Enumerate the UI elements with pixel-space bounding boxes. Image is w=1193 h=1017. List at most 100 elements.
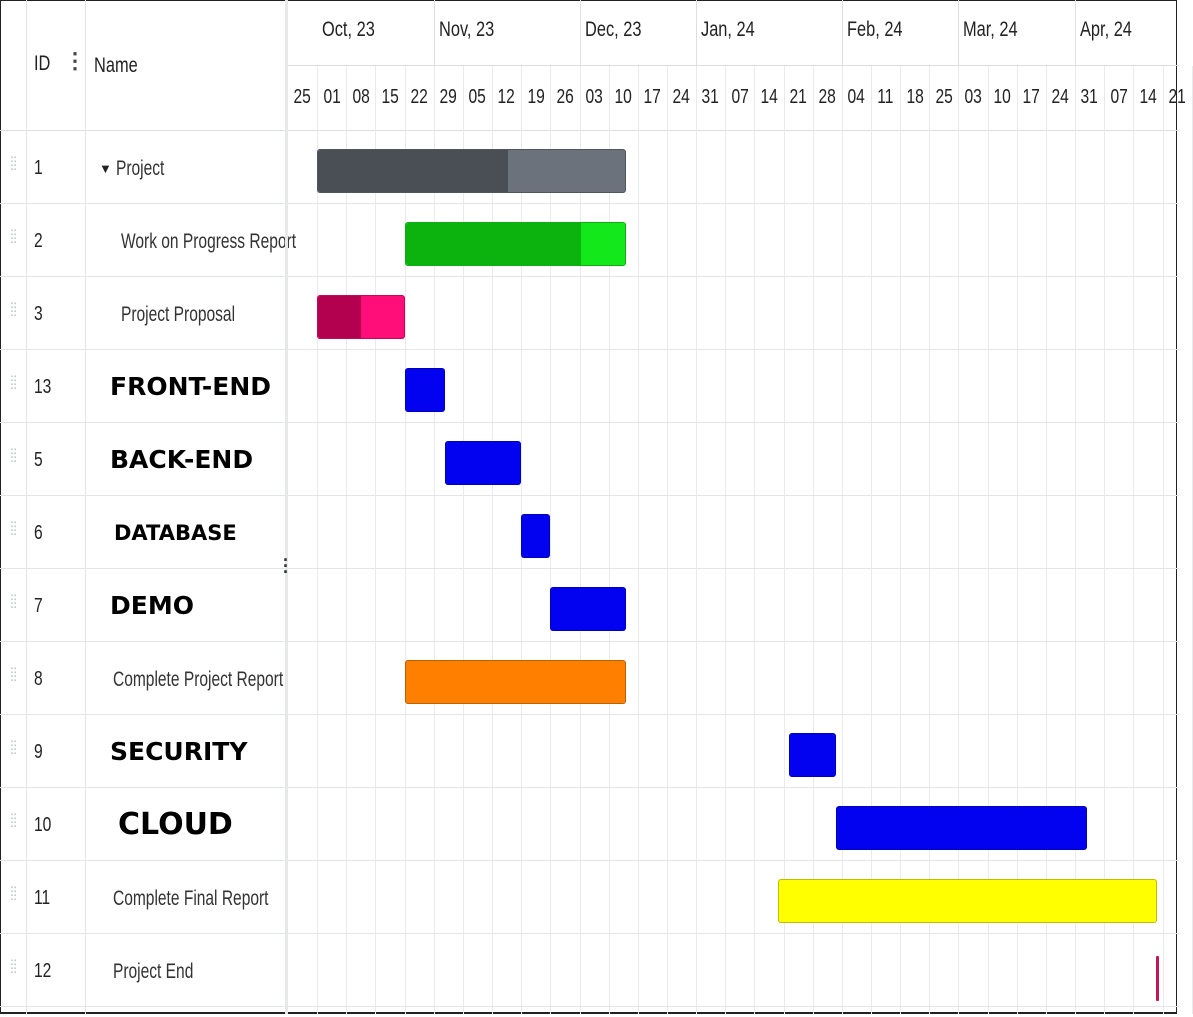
task-id: 13 — [34, 376, 52, 398]
task-row[interactable]: ⁚⁚⁚⁚ 13 FRONT-END — [0, 350, 288, 423]
week-label: 01 — [322, 86, 341, 108]
month-label: Apr, 24 — [1080, 18, 1132, 41]
task-bar[interactable] — [317, 149, 627, 193]
task-row[interactable]: ⁚⁚⁚⁚ 10 CLOUD — [0, 788, 288, 861]
drag-handle-icon[interactable]: ⁚⁚⁚⁚ — [10, 738, 17, 757]
drag-handle-icon[interactable]: ⁚⁚⁚⁚ — [10, 884, 17, 903]
week-label: 14 — [1139, 86, 1157, 108]
row-gridline — [288, 495, 1179, 496]
month-label: Feb, 24 — [846, 18, 903, 41]
drag-handle-icon[interactable]: ⁚⁚⁚⁚ — [10, 446, 17, 465]
row-gridline — [288, 422, 1179, 423]
week-gridline — [871, 66, 872, 1014]
timeline-header: ID ⋮ Name — [0, 0, 1179, 131]
task-progress-fill — [405, 223, 582, 265]
task-name[interactable]: DATABASE — [114, 521, 237, 545]
task-bar[interactable] — [404, 660, 627, 704]
drag-handle-icon[interactable]: ⁚⁚⁚⁚ — [10, 957, 17, 976]
pane-splitter[interactable] — [285, 0, 288, 1014]
month-row-divider — [288, 65, 1179, 66]
drag-handle-icon[interactable]: ⁚⁚⁚⁚ — [10, 300, 17, 319]
drag-handle-icon[interactable]: ⁚⁚⁚⁚ — [10, 227, 17, 246]
week-gridline — [550, 66, 552, 1014]
drag-handle-icon[interactable]: ⁚⁚⁚⁚ — [10, 373, 17, 392]
month-divider — [433, 0, 435, 65]
row-gridline — [288, 860, 1179, 861]
row-gridline — [288, 641, 1179, 642]
task-bar[interactable] — [777, 879, 1157, 923]
week-gridline — [1016, 66, 1018, 1014]
task-name[interactable]: FRONT-END — [110, 372, 272, 401]
task-row[interactable]: ⁚⁚⁚⁚ 3 Project Proposal — [0, 277, 288, 350]
name-column-header[interactable]: Name — [94, 54, 138, 77]
drag-handle-icon[interactable]: ⁚⁚⁚⁚ — [10, 592, 17, 611]
drag-handle-icon[interactable]: ⁚⁚⁚⁚ — [10, 811, 17, 830]
drag-handle-icon[interactable]: ⁚⁚⁚⁚ — [10, 519, 17, 538]
task-bar[interactable] — [550, 587, 627, 631]
task-name[interactable]: DEMO — [110, 591, 194, 620]
row-gridline — [288, 787, 1179, 788]
task-name[interactable]: CLOUD — [118, 807, 233, 842]
week-gridline — [1191, 66, 1193, 1014]
week-label: 18 — [905, 86, 924, 108]
task-bar[interactable] — [445, 441, 522, 485]
collapse-caret-icon[interactable]: ▼ — [99, 161, 112, 176]
week-gridline — [375, 66, 377, 1014]
week-gridline — [492, 66, 494, 1014]
task-name[interactable]: Project — [116, 157, 165, 180]
month-divider — [696, 0, 698, 65]
task-bar[interactable] — [317, 295, 405, 339]
week-gridline — [579, 66, 581, 1014]
month-divider — [958, 0, 960, 65]
week-label: 04 — [847, 86, 866, 108]
task-name[interactable]: Complete Final Report — [113, 887, 269, 910]
column-menu-icon[interactable]: ⋮ — [64, 48, 86, 73]
task-row[interactable]: ⁚⁚⁚⁚1▼Project — [0, 131, 288, 204]
task-name[interactable]: Work on Progress Report — [121, 230, 297, 253]
month-label: Oct, 23 — [322, 18, 375, 41]
week-label: 11 — [877, 86, 894, 108]
id-column-divider — [26, 0, 27, 1014]
week-gridline — [783, 66, 785, 1014]
milestone-marker[interactable] — [1155, 956, 1159, 1001]
task-id: 6 — [34, 522, 43, 544]
task-name[interactable]: SECURITY — [110, 737, 248, 766]
id-column-header[interactable]: ID — [34, 52, 51, 75]
row-gridline — [288, 276, 1179, 277]
week-label: 12 — [497, 86, 516, 108]
week-gridline — [725, 66, 727, 1014]
row-gridline — [288, 203, 1179, 204]
week-label: 25 — [293, 86, 312, 108]
drag-handle-icon[interactable]: ⁚⁚⁚⁚ — [10, 665, 17, 684]
splitter-handle-icon[interactable]: ··· — [283, 550, 289, 582]
task-id: 3 — [34, 303, 43, 325]
task-bar[interactable] — [404, 222, 627, 266]
week-label: 07 — [1110, 86, 1128, 108]
task-bar[interactable] — [836, 806, 1087, 850]
task-bar[interactable] — [789, 733, 836, 777]
task-name[interactable]: BACK-END — [110, 445, 254, 474]
task-bar[interactable] — [404, 368, 446, 412]
task-name[interactable]: Project Proposal — [121, 303, 236, 326]
week-label: 03 — [964, 86, 982, 108]
week-gridline — [841, 66, 843, 1014]
task-id: 10 — [34, 814, 52, 836]
task-name[interactable]: Complete Project Report — [113, 668, 284, 691]
row-gridline — [288, 349, 1179, 350]
task-row[interactable]: ⁚⁚⁚⁚ 2 Work on Progress Report — [0, 204, 296, 277]
task-progress-fill — [318, 150, 509, 192]
week-gridline — [462, 66, 464, 1014]
task-name[interactable]: Project End — [113, 960, 194, 983]
month-label: Dec, 23 — [584, 18, 641, 41]
task-bar[interactable] — [521, 514, 551, 558]
task-row[interactable]: ⁚⁚⁚⁚ 6 DATABASE — [0, 496, 288, 569]
week-label: 05 — [468, 86, 487, 108]
drag-handle-icon[interactable]: ⁚⁚⁚⁚ — [10, 154, 17, 173]
task-id: 2 — [34, 230, 43, 252]
